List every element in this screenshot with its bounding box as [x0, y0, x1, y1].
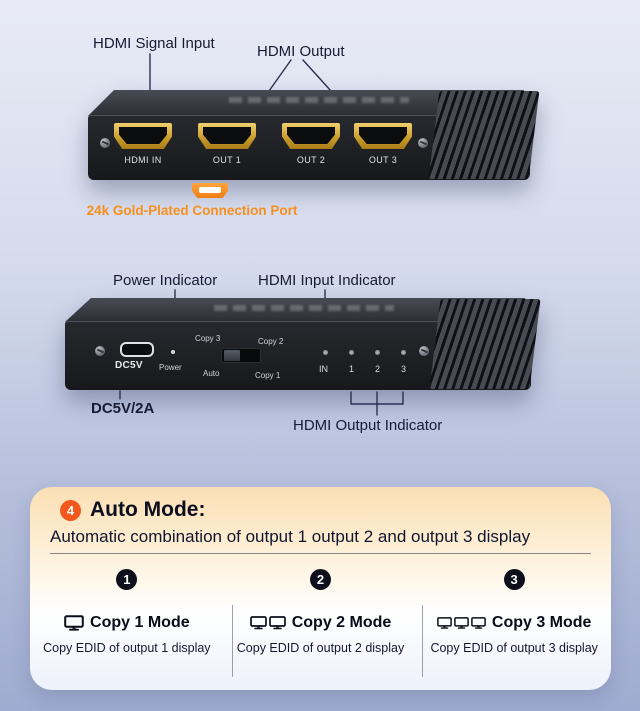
mode-copy1: 1 Copy 1 Mode Copy EDID of output 1 disp…	[30, 565, 224, 682]
input-led	[323, 350, 328, 355]
gold-plated-caption: 24k Gold-Plated Connection Port	[86, 203, 298, 218]
label-hdmi-signal-input: HDMI Signal Input	[93, 35, 215, 52]
mode-title-row: Copy 3 Mode	[437, 614, 592, 632]
mode-desc: Copy EDID of output 3 display	[430, 641, 598, 655]
port-label: OUT 3	[368, 155, 398, 165]
output-led-3	[401, 350, 406, 355]
monitor-icons	[437, 617, 486, 629]
mode-switch	[221, 348, 261, 363]
hdmi-port-out1: OUT 1	[198, 123, 256, 165]
hdmi-port-slot	[119, 127, 167, 144]
switch-label-auto: Auto	[203, 369, 220, 378]
mode-copy3: 3 Copy 3 Mode Copy EDID of output 3 disp…	[417, 565, 611, 682]
monitor-icon	[268, 616, 286, 630]
label-power-indicator: Power Indicator	[113, 272, 218, 289]
card-header: 4 Auto Mode:	[60, 498, 205, 522]
hdmi-port-icon	[114, 123, 172, 149]
heatsink-fins	[429, 299, 541, 389]
mode-copy2: 2 Copy 2 Mode Copy EDID of output 2 disp…	[224, 565, 418, 682]
hdmi-port-slot	[203, 127, 251, 144]
indicator-label-2: 2	[375, 364, 381, 374]
hdmi-port-icon	[198, 123, 256, 149]
engraved-text-decoration	[214, 305, 394, 311]
switch-knob	[224, 350, 240, 361]
callout-line-output-right	[302, 59, 332, 92]
power-label: Power	[159, 363, 182, 372]
dc-power-port	[120, 342, 154, 357]
monitor-icon	[437, 617, 452, 629]
column-divider	[232, 605, 233, 677]
label-hdmi-output: HDMI Output	[257, 43, 345, 60]
device-back-view: DC5V Power Copy 3 Copy 2 Auto Copy 1 IN …	[65, 298, 541, 390]
divider-line	[50, 553, 591, 554]
mode-desc: Copy EDID of output 2 display	[236, 641, 405, 655]
mode-title-row: Copy 2 Mode	[249, 614, 392, 632]
screw-icon	[95, 346, 105, 356]
dc-port-label: DC5V	[115, 360, 143, 371]
mode-title: Copy 2 Mode	[291, 614, 392, 631]
hdmi-port-slot	[359, 127, 407, 144]
port-label: OUT 1	[212, 155, 242, 165]
mode-title-row: Copy 1 Mode	[64, 614, 190, 632]
label-hdmi-input-indicator: HDMI Input Indicator	[258, 272, 396, 289]
switch-label-copy2: Copy 2	[258, 337, 284, 346]
hdmi-port-icon	[282, 123, 340, 149]
monitor-icon	[471, 617, 486, 629]
output-led-1	[349, 350, 354, 355]
switch-label-copy1: Copy 1	[255, 371, 281, 380]
monitor-icon	[454, 617, 469, 629]
indicator-label-1: 1	[349, 364, 355, 374]
step-badge-4: 4	[60, 499, 81, 521]
mode-badge-3: 3	[503, 569, 525, 590]
screw-icon	[100, 138, 110, 148]
monitor-icons	[249, 616, 286, 630]
power-led	[171, 350, 175, 354]
monitor-icon	[249, 616, 267, 630]
switch-label-copy3: Copy 3	[195, 334, 221, 343]
callout-line-output-left	[268, 59, 292, 92]
engraved-text-decoration	[229, 97, 409, 103]
hdmi-port-out3: OUT 3	[354, 123, 412, 165]
screw-icon	[418, 138, 428, 148]
mode-desc: Copy EDID of output 1 display	[43, 641, 211, 655]
hdmi-port-icon	[354, 123, 412, 149]
indicator-label-3: 3	[401, 364, 407, 374]
hdmi-connector-slot	[199, 187, 221, 193]
port-label: HDMI IN	[124, 155, 162, 165]
heatsink-fins	[428, 91, 540, 179]
output-led-2	[375, 350, 380, 355]
device-front-view: HDMI IN OUT 1 OUT 2 OUT 3	[88, 90, 540, 180]
monitor-icon	[64, 615, 84, 631]
indicator-label-in: IN	[319, 364, 328, 374]
card-title: Auto Mode:	[90, 498, 206, 521]
label-hdmi-output-indicator: HDMI Output Indicator	[293, 417, 443, 434]
hdmi-connector-icon	[192, 183, 228, 198]
mode-badge-1: 1	[116, 569, 138, 590]
hdmi-port-slot	[287, 127, 335, 144]
mode-title: Copy 3 Mode	[491, 614, 592, 631]
card-subtitle: Automatic combination of output 1 output…	[50, 527, 531, 546]
screw-icon	[419, 346, 429, 356]
port-label: OUT 2	[296, 155, 326, 165]
callout-bracket-output-indicator	[350, 391, 404, 416]
mode-columns: 1 Copy 1 Mode Copy EDID of output 1 disp…	[30, 565, 611, 682]
mode-title: Copy 1 Mode	[90, 614, 190, 631]
auto-mode-card: 4 Auto Mode: Automatic combination of ou…	[30, 487, 611, 690]
label-dc5v-2a: DC5V/2A	[91, 400, 155, 417]
mode-badge-2: 2	[310, 569, 331, 590]
hdmi-port-in: HDMI IN	[114, 123, 172, 165]
hdmi-port-out2: OUT 2	[282, 123, 340, 165]
column-divider	[422, 605, 423, 677]
monitor-icons	[64, 615, 84, 631]
